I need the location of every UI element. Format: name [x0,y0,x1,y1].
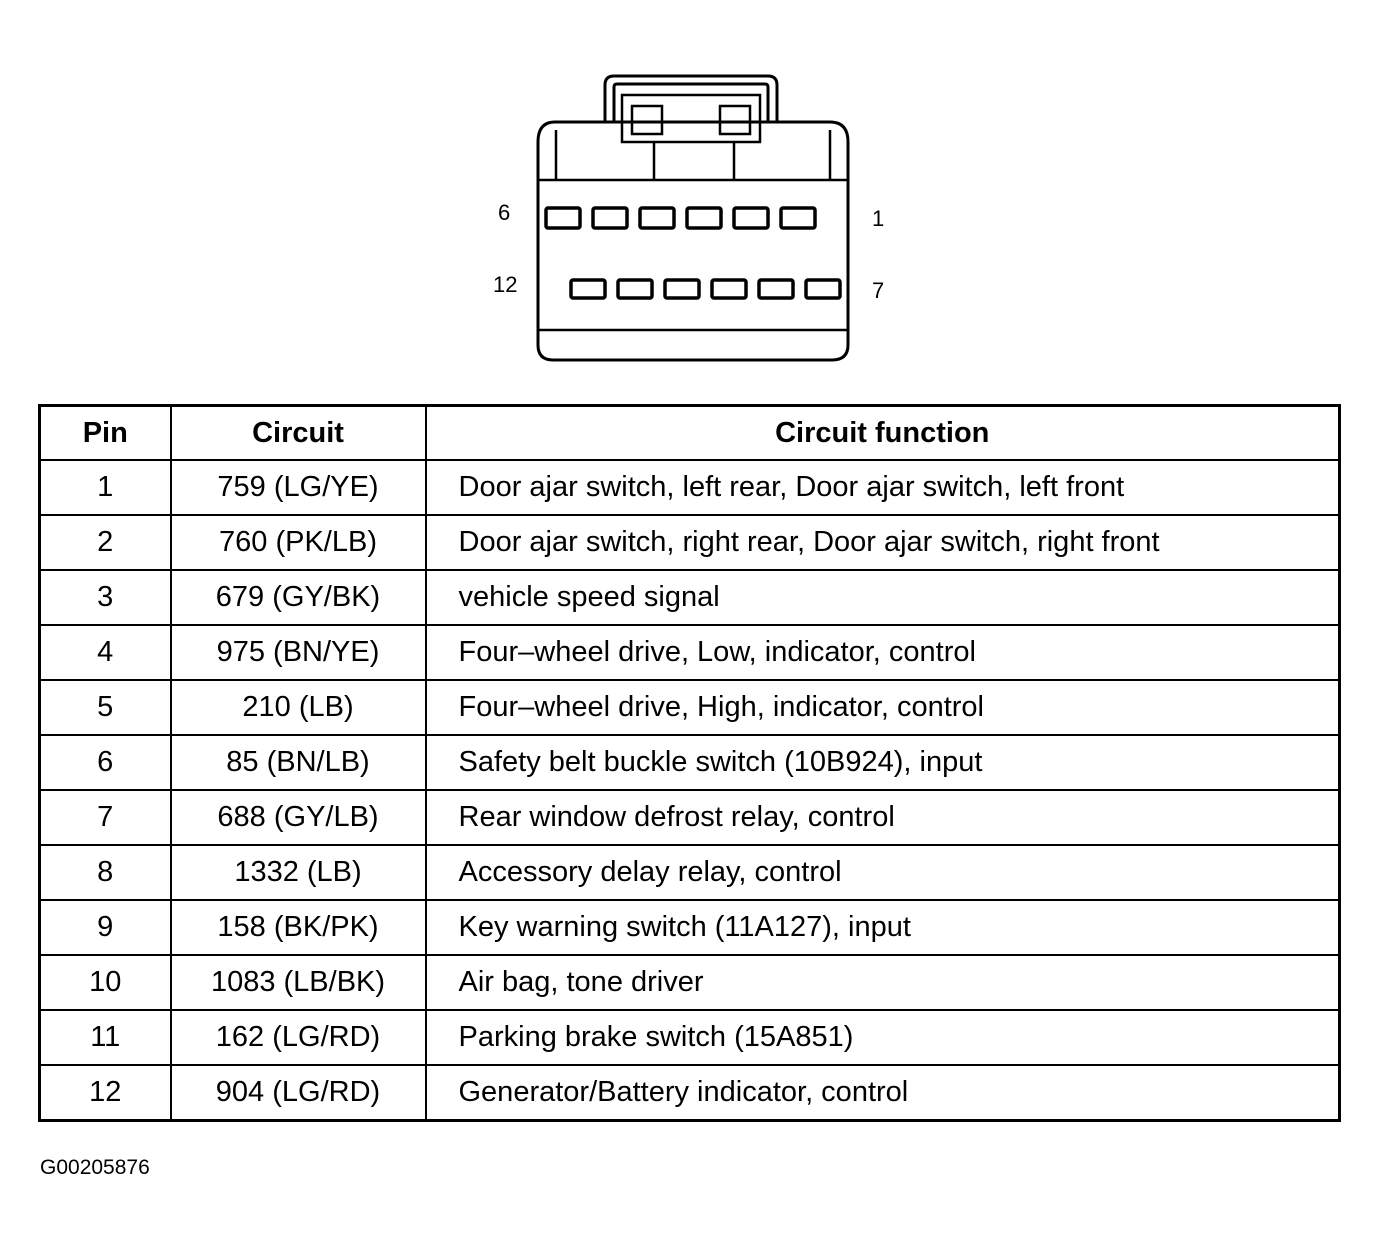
pin-cavity [663,278,701,300]
circuit-cell: 210 (LB) [169,679,427,736]
function-cell: Accessory delay relay, control [424,844,1341,901]
function-cell: Parking brake switch (15A851) [424,1009,1341,1066]
circuit-cell: 85 (BN/LB) [169,734,427,791]
figure-id: G00205876 [40,1156,150,1179]
pin-cavity [732,206,770,230]
pin-cell: 5 [38,679,172,736]
pin-cavity [779,206,817,230]
function-cell: Key warning switch (11A127), input [424,899,1341,956]
function-cell: Four–wheel drive, Low, indicator, contro… [424,624,1341,681]
function-cell: Rear window defrost relay, control [424,789,1341,846]
header-circuit-function: Circuit function [424,404,1341,461]
bottom-row-cavities [569,278,842,300]
pin-cell: 11 [38,1009,172,1066]
pin-cavity [616,278,654,300]
circuit-cell: 162 (LG/RD) [169,1009,427,1066]
header-circuit: Circuit [169,404,427,461]
circuit-cell: 158 (BK/PK) [169,899,427,956]
pin-cavity [804,278,842,300]
pin-cell: 1 [38,459,172,516]
pin-cell: 9 [38,899,172,956]
pin-cell: 12 [38,1064,172,1122]
pin-cell: 10 [38,954,172,1011]
pin-cavity [710,278,748,300]
header-pin: Pin [38,404,172,461]
pin-cell: 3 [38,569,172,626]
function-cell: Door ajar switch, right rear, Door ajar … [424,514,1341,571]
function-cell: Safety belt buckle switch (10B924), inpu… [424,734,1341,791]
top-row-cavities [544,206,817,230]
pin-label-1: 1 [872,206,884,231]
circuit-cell: 1332 (LB) [169,844,427,901]
pin-cell: 8 [38,844,172,901]
pin-cell: 6 [38,734,172,791]
circuit-cell: 1083 (LB/BK) [169,954,427,1011]
function-cell: Four–wheel drive, High, indicator, contr… [424,679,1341,736]
circuit-cell: 688 (GY/LB) [169,789,427,846]
circuit-cell: 759 (LG/YE) [169,459,427,516]
connector-housing [536,120,850,362]
pin-cell: 2 [38,514,172,571]
pin-cavity [685,206,723,230]
pin-cell: 7 [38,789,172,846]
function-cell: Door ajar switch, left rear, Door ajar s… [424,459,1341,516]
pin-label-7: 7 [872,278,884,303]
pin-cavity [757,278,795,300]
circuit-cell: 760 (PK/LB) [169,514,427,571]
connector-face-diagram: 6 1 12 7 [493,74,884,362]
pin-cavity [569,278,607,300]
circuit-cell: 679 (GY/BK) [169,569,427,626]
function-cell: Generator/Battery indicator, control [424,1064,1341,1122]
table-header-row: Pin Circuit Circuit function [38,404,1341,461]
pin-cavity [638,206,676,230]
function-cell: Air bag, tone driver [424,954,1341,1011]
circuit-cell: 975 (BN/YE) [169,624,427,681]
connector-latch [603,74,779,122]
pin-cell: 4 [38,624,172,681]
pin-cavity [591,206,629,230]
circuit-cell: 904 (LG/RD) [169,1064,427,1122]
pin-cavity [544,206,582,230]
pin-label-12: 12 [493,272,517,297]
function-cell: vehicle speed signal [424,569,1341,626]
pin-label-6: 6 [498,200,510,225]
